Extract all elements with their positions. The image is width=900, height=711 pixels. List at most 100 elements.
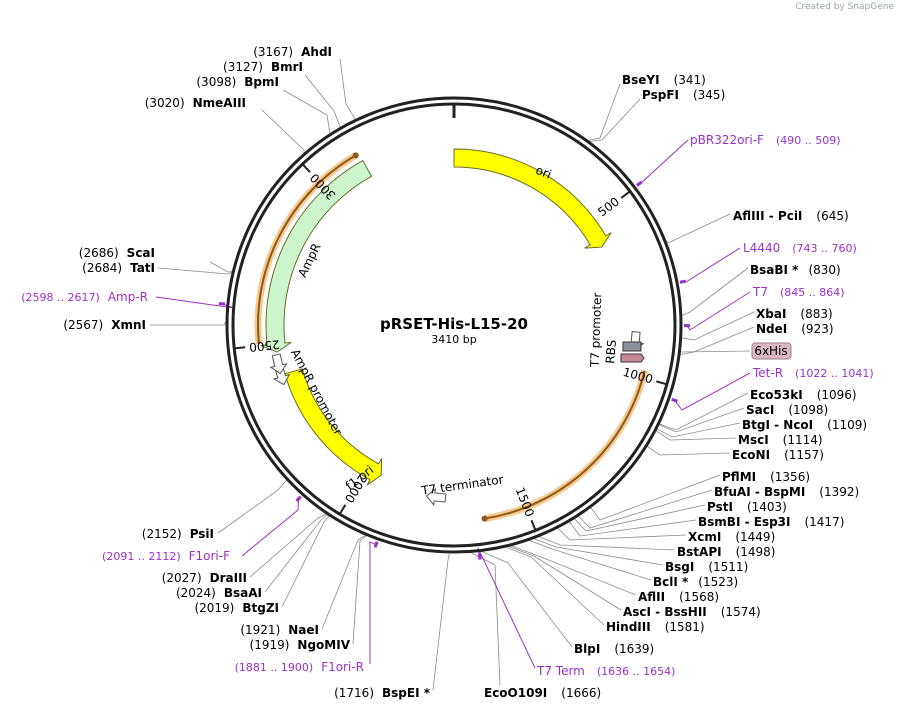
svg-text:MscI(1114): MscI (1114)	[738, 433, 823, 447]
site-name[interactable]: BsgI	[665, 560, 694, 574]
site-leader-line	[281, 515, 330, 608]
site-name[interactable]: NaeI	[288, 623, 319, 637]
site-name[interactable]: HindIII	[606, 620, 651, 634]
svg-text:SacI(1098): SacI(1098)	[746, 403, 828, 417]
site-leader-line	[680, 326, 755, 355]
site-pos: (1716)	[334, 686, 374, 700]
site-name[interactable]: TatI	[130, 261, 155, 275]
svg-text:(1716)BspEI *: (1716) BspEI *	[334, 686, 431, 700]
site-name[interactable]: NdeI	[756, 322, 787, 336]
primer-mark	[636, 180, 643, 187]
site-name[interactable]: MscI	[738, 433, 769, 447]
site-name[interactable]: EcoO109I	[484, 686, 547, 700]
primer-leader-line	[686, 291, 751, 331]
site-leader-line	[528, 539, 652, 581]
site-name[interactable]: BsaBI *	[750, 263, 799, 277]
primer-name[interactable]: L4440	[743, 241, 780, 255]
site-leader-line	[217, 479, 288, 534]
primer-labels: pBR322ori-F(490 .. 509) L4440(743 .. 760…	[21, 133, 873, 678]
site-name[interactable]: PstI	[707, 500, 733, 514]
svg-text:(2019)BtgZI: (2019) BtgZI	[194, 601, 279, 615]
svg-text:HindIII(1581): HindIII(1581)	[606, 620, 705, 634]
primer-name[interactable]: T7	[752, 285, 768, 299]
site-pos: (1403)	[747, 500, 787, 514]
site-name[interactable]: XbaI	[756, 307, 786, 321]
site-name[interactable]: AflIII - PciI	[733, 209, 802, 223]
site-name[interactable]: BpmI	[244, 75, 279, 89]
primer-range: (2598 .. 2617)	[21, 291, 100, 304]
site-name[interactable]: SacI	[746, 403, 774, 417]
site-leader-line	[587, 83, 621, 141]
ori-arrow	[453, 148, 612, 249]
primer-name[interactable]: Tet-R	[752, 366, 783, 380]
site-pos: (1511)	[708, 560, 748, 574]
site-name[interactable]: BstAPI	[677, 545, 722, 559]
site-leader-line	[659, 392, 749, 431]
site-leader-line	[655, 430, 737, 441]
site-leader-line	[470, 552, 501, 686]
svg-text:(3167)AhdI: (3167)AhdI	[253, 45, 332, 59]
site-name[interactable]: NmeAIII	[193, 96, 246, 110]
primer-leader-line	[639, 139, 689, 185]
svg-text:BclI *(1523): BclI *(1523)	[653, 575, 738, 589]
site-pos: (883)	[800, 307, 832, 321]
site-name[interactable]: AflII	[638, 590, 665, 604]
site-pos: (1114)	[783, 433, 823, 447]
site-name[interactable]: BtgI - NcoI	[742, 418, 813, 432]
site-name[interactable]: DraIII	[210, 571, 247, 585]
primer-name[interactable]: F1ori-F	[189, 549, 230, 563]
svg-text:AflIII - PciI(645): AflIII - PciI (645)	[733, 209, 849, 223]
primer-name[interactable]: T7 Term	[536, 664, 585, 678]
site-name[interactable]: BsaAI	[224, 586, 262, 600]
primer-leader-line	[682, 247, 741, 283]
site-name[interactable]: BsmBI - Esp3I	[698, 515, 790, 529]
site-name[interactable]: BclI *	[653, 575, 689, 589]
ampr-arrow	[260, 159, 373, 353]
site-name[interactable]: PflMI	[722, 470, 756, 484]
site-name[interactable]: Eco53kI	[750, 388, 803, 402]
site-name[interactable]: BspEI *	[382, 686, 431, 700]
site-name[interactable]: BlpI	[574, 642, 600, 656]
site-name[interactable]: ScaI	[127, 246, 155, 260]
site-pos: (2686)	[79, 246, 119, 260]
site-name[interactable]: XmnI	[111, 318, 146, 332]
primer-name[interactable]: F1ori-R	[321, 660, 364, 674]
site-pos: (2019)	[194, 601, 234, 615]
site-name[interactable]: BfuAI - BspMI	[714, 485, 805, 499]
svg-text:T7(845 .. 864): T7(845 .. 864)	[752, 285, 845, 299]
site-labels-left: (3167)AhdI (3127)BmrI (3098)BpmI (3020)N…	[63, 45, 430, 700]
site-name[interactable]: BmrI	[271, 60, 303, 74]
site-leader-line	[282, 89, 331, 134]
svg-text:(2567)XmnI: (2567)XmnI	[63, 318, 146, 332]
site-name[interactable]: PspFI	[642, 88, 679, 102]
site-name[interactable]: XcmI	[688, 530, 721, 544]
tick-mark	[338, 504, 347, 515]
site-name[interactable]: AscI - BssHII	[623, 605, 707, 619]
site-name[interactable]: AhdI	[301, 45, 332, 59]
primer-name[interactable]: pBR322ori-F	[690, 133, 764, 147]
site-pos: (1568)	[679, 590, 719, 604]
site-pos: (3020)	[145, 96, 185, 110]
site-name[interactable]: NgoMIV	[297, 638, 350, 652]
svg-text:AflII(1568): AflII (1568)	[638, 590, 719, 604]
site-name[interactable]: BtgZI	[242, 601, 279, 615]
t7-terminator-arrow	[425, 487, 447, 507]
site-leader-line	[658, 407, 745, 433]
features	[218, 148, 691, 560]
svg-text:BtgI - NcoI(1109): BtgI - NcoI(1109)	[742, 418, 867, 432]
site-pos: (2027)	[162, 571, 202, 585]
his-tag-box[interactable]	[751, 342, 792, 360]
orf-arc	[484, 370, 646, 520]
svg-text:T7 Term(1636 .. 1654): T7 Term(1636 .. 1654)	[536, 664, 675, 678]
site-name[interactable]: BseYI	[622, 73, 660, 87]
site-name[interactable]: PsiI	[190, 527, 214, 541]
primer-name[interactable]: Amp-R	[108, 290, 148, 304]
orf-arc	[257, 154, 357, 345]
t7-promoter-label: T7 promoter	[588, 292, 605, 368]
site-leader-line	[261, 109, 305, 154]
site-pos: (1498)	[736, 545, 776, 559]
svg-text:BstAPI(1498): BstAPI (1498)	[677, 545, 775, 559]
site-name[interactable]: EcoNI	[732, 448, 770, 462]
site-pos: (645)	[816, 209, 848, 223]
